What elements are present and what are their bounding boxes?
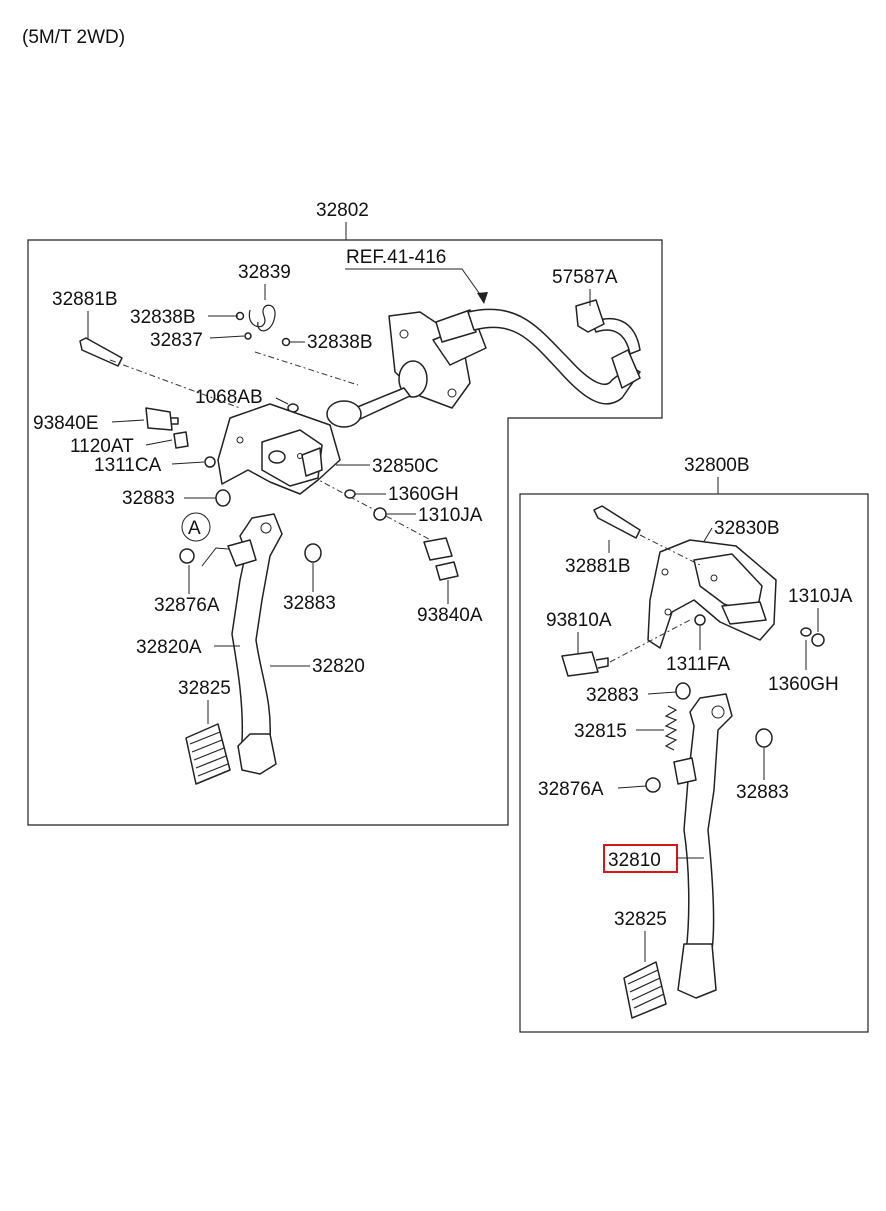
clip-right: [281, 337, 291, 347]
spring-pin: [244, 332, 252, 340]
callout-r_32815: 32815: [574, 721, 627, 742]
callout-r_32830B: 32830B: [714, 518, 780, 539]
bushing-upper: [215, 489, 231, 507]
callout-l_32850C: 32850C: [372, 456, 439, 477]
assist-spring: [248, 304, 276, 332]
leader-l_1311CA: [171, 461, 205, 465]
callout-l_93840E: 93840E: [33, 413, 99, 434]
brake-pedal-assembly: 32800B 32830B 32881B 1310JA 93810A 1311F…: [519, 455, 869, 1033]
callout-r_93810A: 93810A: [546, 610, 612, 631]
nut-1310JA-right: [811, 633, 825, 647]
callout-l_1068AB: 1068AB: [195, 387, 263, 408]
leader-r_32883_a: [647, 691, 677, 695]
pedal-pad-left: [185, 723, 231, 785]
clutch-switch-upper: [145, 407, 179, 431]
callout-l_32820A: 32820A: [136, 637, 202, 658]
pedal-pad-right: [623, 961, 667, 1019]
axis-line-2: [254, 351, 359, 386]
callout-r_1311FA: 1311FA: [666, 654, 730, 675]
clutch-pedal-assembly: 32802 REF.41-416 57587A 32839: [27, 200, 663, 826]
leader-r_32876A: [617, 785, 647, 789]
brake-pedal-bracket: [647, 539, 777, 649]
leader-l_1120AT: [145, 439, 173, 446]
callout-r_32883_b: 32883: [736, 782, 789, 803]
axis-line-5: [609, 619, 691, 663]
callout-r_32881B: 32881B: [565, 556, 631, 577]
callout-l_1310JA: 1310JA: [418, 505, 483, 526]
callout-l_1120AT: 1120AT: [70, 436, 134, 457]
brake-pedal-arm: [673, 693, 733, 999]
callout-l_32837: 32837: [150, 330, 203, 351]
washer-1360GH-right: [800, 627, 812, 637]
marker-a: A: [188, 518, 201, 539]
pedal-bracket: [217, 403, 341, 495]
axis-line-3: [299, 469, 441, 546]
leader-l_32837: [209, 335, 245, 339]
return-spring: [664, 705, 678, 751]
callout-l_32820: 32820: [312, 656, 365, 677]
switch-bolt: [173, 431, 189, 449]
callout-l_32838B_b: 32838B: [307, 332, 373, 353]
callout-l_32838B_a: 32838B: [130, 307, 196, 328]
nut-1311CA: [204, 456, 216, 468]
axis-line-1: [109, 359, 241, 409]
callout-r_1310JA: 1310JA: [788, 586, 853, 607]
reference-label: REF.41-416: [346, 247, 446, 268]
bushing-right-upper: [675, 682, 691, 700]
callout-l_32876A: 32876A: [154, 595, 220, 616]
callout-l_32825: 32825: [178, 678, 231, 699]
leader-l_93840E: [111, 419, 145, 423]
callout-r_1360GH: 1360GH: [768, 674, 839, 695]
callout-l_32881B: 32881B: [52, 289, 118, 310]
pivot-bolt: [79, 337, 123, 367]
stop-lamp-switch: [561, 651, 609, 677]
stopper-32876A: [179, 548, 195, 564]
assembly-frame-right: [519, 493, 869, 1033]
bushing-right-lower: [755, 728, 773, 748]
callout-r_32876A: 32876A: [538, 779, 604, 800]
callout-r_32883_a: 32883: [586, 685, 639, 706]
marker-a-circle: [181, 512, 211, 542]
assembly-number-right: 32800B: [684, 455, 750, 476]
nut-1310JA: [373, 507, 387, 521]
callout-l_32883_b: 32883: [283, 593, 336, 614]
axis-line-4: [639, 534, 701, 566]
bushing-lower: [304, 543, 322, 563]
stopper-right: [645, 777, 661, 793]
washer-1360GH: [344, 489, 356, 499]
callout-l_1360GH: 1360GH: [388, 484, 459, 505]
clutch-master-cylinder: [326, 299, 641, 428]
reference-arrowhead: [477, 292, 488, 304]
callout-l_1311CA: 1311CA: [94, 455, 162, 476]
callout-l_57587A: 57587A: [552, 267, 618, 288]
callout-l_32839: 32839: [238, 262, 291, 283]
reference-leader: [345, 268, 485, 301]
assembly-number-left: 32802: [316, 200, 369, 221]
callout-r_32825: 32825: [614, 909, 667, 930]
diagram-title: (5M/T 2WD): [22, 27, 125, 48]
leader-l_1068AB: [275, 397, 289, 405]
callout-l_93840A: 93840A: [417, 605, 483, 626]
clutch-pedal-arm: [227, 513, 283, 775]
clutch-switch-lower: [423, 537, 459, 581]
callout-r_32810[interactable]: 32810: [608, 850, 661, 871]
callout-l_32883_a: 32883: [122, 488, 175, 509]
pivot-bolt-right: [593, 505, 641, 539]
nut-1311FA: [694, 614, 706, 626]
assembly-frame-left: [27, 239, 663, 826]
